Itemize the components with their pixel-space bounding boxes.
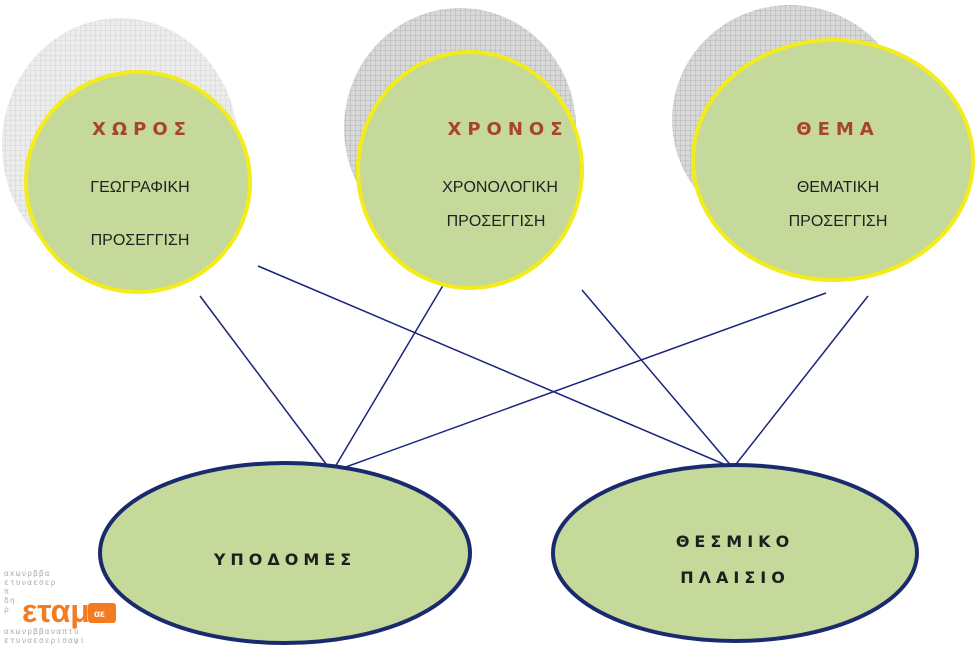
- connector-lines: [199, 265, 869, 473]
- circle-subtitle-line1: ΓΕΩΓΡΑΦΙΚΗ: [90, 179, 189, 196]
- circle-thema: ΘΕΜΑ ΘΕΜΑΤΙΚΗ ΠΡΟΣΕΓΓΙΣΗ: [672, 5, 975, 282]
- logo-pattern-row: ρ: [4, 605, 10, 614]
- circle-subtitle-line1: ΘΕΜΑΤΙΚΗ: [797, 179, 879, 196]
- circle-subtitle-line2: ΠΡΟΣΕΓΓΙΣΗ: [789, 213, 888, 230]
- logo-pattern-row: ετυναεσερισαψι: [4, 636, 85, 645]
- line-xronos-thesmiko: [581, 289, 734, 469]
- line-xronos-ypodomes: [331, 281, 446, 473]
- logo-wordmark: εταμ: [22, 593, 90, 629]
- oval-ypodomes: ΥΠΟΔΟΜΕΣ: [98, 461, 472, 645]
- line-thema-ypodomes: [331, 292, 827, 473]
- logo-pattern-row: ακωνρββα: [4, 569, 51, 578]
- oval-label: ΥΠΟΔΟΜΕΣ: [213, 550, 356, 569]
- line-xoros-ypodomes: [199, 295, 333, 473]
- logo-pattern-row: ετυναεσερ: [4, 578, 56, 587]
- circle-body: [691, 38, 975, 282]
- circle-title: ΘΕΜΑ: [796, 119, 879, 140]
- oval-body: [98, 461, 472, 645]
- oval-body: [551, 463, 919, 643]
- circle-subtitle-line2: ΠΡΟΣΕΓΓΙΣΗ: [447, 213, 546, 230]
- line-xoros-thesmiko: [257, 265, 734, 469]
- line-thema-thesmiko: [732, 295, 869, 469]
- oval-label-line2: ΠΛΑΙΣΙΟ: [680, 568, 790, 587]
- oval-thesmiko-plaisio: ΘΕΣΜΙΚΟ ΠΛΑΙΣΙΟ: [551, 463, 919, 643]
- logo-suffix-badge: [88, 603, 116, 623]
- circle-xronos: ΧΡΟΝΟΣ ΧΡΟΝΟΛΟΓΙΚΗ ΠΡΟΣΕΓΓΙΣΗ: [344, 8, 584, 290]
- circle-title: ΧΩΡΟΣ: [92, 119, 192, 140]
- etam-logo: ακωνρββα ετυναεσερ π δη ρ εταμ αε ακωνρβ…: [4, 569, 116, 645]
- circle-subtitle-line2: ΠΡΟΣΕΓΓΙΣΗ: [91, 232, 190, 249]
- logo-pattern-row: δη: [4, 596, 16, 605]
- oval-label-line1: ΘΕΣΜΙΚΟ: [676, 532, 794, 551]
- circle-title: ΧΡΟΝΟΣ: [447, 119, 568, 140]
- logo-pattern-row: ακωνρββαναπτυ: [4, 627, 80, 636]
- circle-xoros: ΧΩΡΟΣ ΓΕΩΓΡΑΦΙΚΗ ΠΡΟΣΕΓΓΙΣΗ: [2, 18, 252, 294]
- circle-body: [356, 50, 584, 290]
- circle-body: [24, 70, 252, 294]
- circle-subtitle-line1: ΧΡΟΝΟΛΟΓΙΚΗ: [442, 179, 558, 196]
- logo-pattern-row: π: [4, 587, 10, 596]
- logo-suffix: αε: [94, 609, 105, 620]
